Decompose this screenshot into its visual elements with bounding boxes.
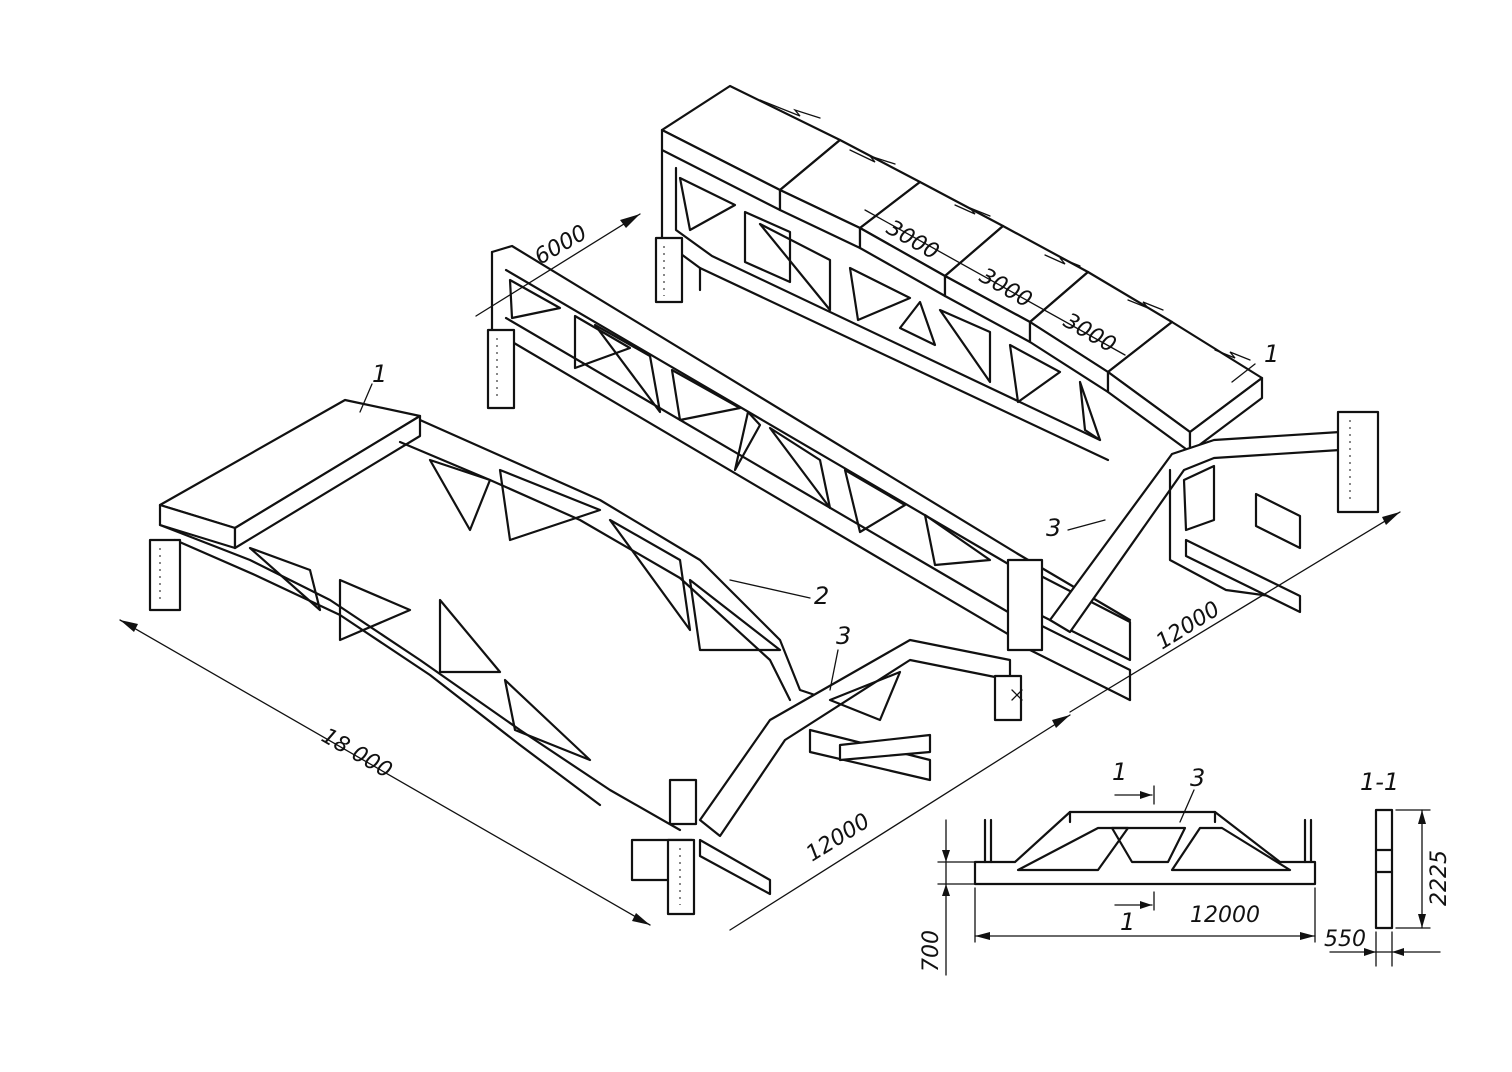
- column: [148, 538, 182, 612]
- section-outline: [1374, 808, 1394, 930]
- column: [993, 674, 1023, 722]
- label-detail-truss: 3: [1190, 764, 1205, 792]
- label-cut-bottom: 1: [1120, 908, 1135, 936]
- dimension-lines: [119, 99, 1401, 931]
- truss-panel: [428, 458, 492, 532]
- front-subtruss: [630, 638, 1023, 916]
- dimension-line-18000: [119, 619, 651, 926]
- truss-panel: [678, 176, 737, 232]
- dimension-700: 700: [919, 930, 944, 972]
- dimension-550: 550: [1324, 927, 1366, 952]
- front-truss: [148, 398, 832, 832]
- dimension-12000-front: 12000: [802, 809, 875, 867]
- dimension-2225: 2225: [1427, 850, 1452, 906]
- dimension-line-6000: [475, 213, 641, 317]
- dimension-detail-12000: 12000: [1190, 903, 1260, 928]
- detail-elevation: [937, 785, 1317, 976]
- label-truss-2: 2: [814, 582, 829, 610]
- dimension-line-12000-right: [1069, 511, 1401, 713]
- section-title: 1-1: [1360, 768, 1399, 796]
- dimension-12000-right: 12000: [1152, 597, 1225, 655]
- callouts: [359, 363, 1256, 691]
- back-roof-slabs: [660, 84, 1264, 454]
- label-slab-right: 1: [1264, 340, 1279, 368]
- label-subtruss-front: 3: [836, 622, 851, 650]
- truss-panel: [508, 278, 562, 320]
- column: [1336, 410, 1380, 514]
- section-1-1: [1329, 808, 1441, 967]
- column: [1006, 558, 1044, 652]
- right-subtruss: [1048, 410, 1380, 634]
- label-subtruss-right: 3: [1046, 514, 1061, 542]
- label-cut-top: 1: [1112, 758, 1127, 786]
- dimension-line-12000-front: [729, 714, 1071, 931]
- column: [654, 236, 684, 304]
- dimension-18000: 18 000: [317, 724, 396, 784]
- label-slab-left: 1: [372, 360, 387, 388]
- column: [486, 328, 516, 410]
- column: [668, 778, 698, 826]
- detail-subtruss: [973, 810, 1317, 886]
- back-truss: [654, 148, 1110, 462]
